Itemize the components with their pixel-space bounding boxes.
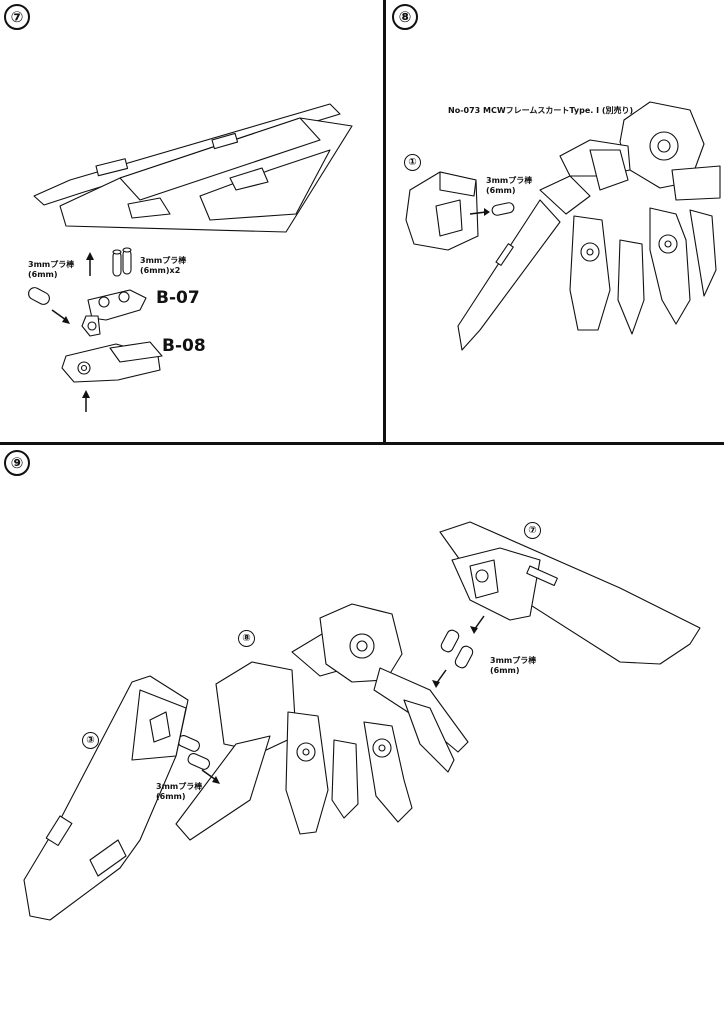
rod-label-line: 3mmプラ棒	[486, 176, 533, 185]
step-number-7: ⑦	[4, 4, 30, 30]
rod-label-left: 3mmプラ棒 (6mm)	[156, 782, 202, 802]
part-code-b08: B-08	[162, 336, 206, 356]
sub-step-number-1: ①	[404, 154, 421, 171]
arrow-insert-icon	[469, 211, 487, 215]
rod-label-line: 3mmプラ棒	[490, 656, 537, 665]
rod-pair	[177, 735, 211, 770]
rod-label-line: (6mm)	[490, 666, 520, 675]
rod-label-line: (6mm)	[486, 186, 516, 195]
ref-number-7: ⑦	[524, 522, 541, 539]
step-number-9: ⑨	[4, 450, 30, 476]
step-number-8: ⑧	[392, 4, 418, 30]
rod-single	[491, 202, 515, 216]
rod-label-right: 3mmプラ棒 (6mm)x2	[140, 256, 186, 276]
reference-part-title: No-073 MCWフレームスカートType. I (別売り)	[448, 106, 634, 115]
frame-skirt-part	[457, 101, 721, 351]
arrow-insert-icon	[201, 769, 217, 781]
rod-label-line: 3mmプラ棒	[140, 256, 187, 265]
rod-single	[28, 287, 50, 305]
rod-label-line: 3mmプラ棒	[28, 260, 75, 269]
arrow-insert-icon	[51, 309, 67, 321]
rod-label: 3mmプラ棒 (6mm)	[486, 176, 532, 196]
part-b08-shape	[61, 341, 163, 383]
rod-label-right: 3mmプラ棒 (6mm)	[490, 656, 536, 676]
rod-label-line: (6mm)	[156, 792, 186, 801]
rod-pair	[112, 247, 132, 277]
rod-label-line: (6mm)x2	[140, 266, 181, 275]
frame-block-part	[405, 171, 479, 251]
rod-label-left: 3mmプラ棒 (6mm)	[28, 260, 74, 280]
panel-divider-horizontal	[0, 442, 724, 445]
armor-plate-part	[33, 103, 353, 233]
ref-number-8: ⑧	[238, 630, 255, 647]
ref-number-3: ③	[82, 732, 99, 749]
part-code-b07: B-07	[156, 288, 200, 308]
plate-assembly-part	[439, 521, 701, 665]
skirt-assembly-part	[175, 603, 469, 841]
part-b07-shape	[81, 289, 147, 337]
rod-label-line: (6mm)	[28, 270, 58, 279]
panel-divider-vertical	[383, 0, 386, 444]
long-arm-part	[23, 675, 189, 921]
rod-pair	[440, 629, 474, 669]
rod-label-line: 3mmプラ棒	[156, 782, 203, 791]
